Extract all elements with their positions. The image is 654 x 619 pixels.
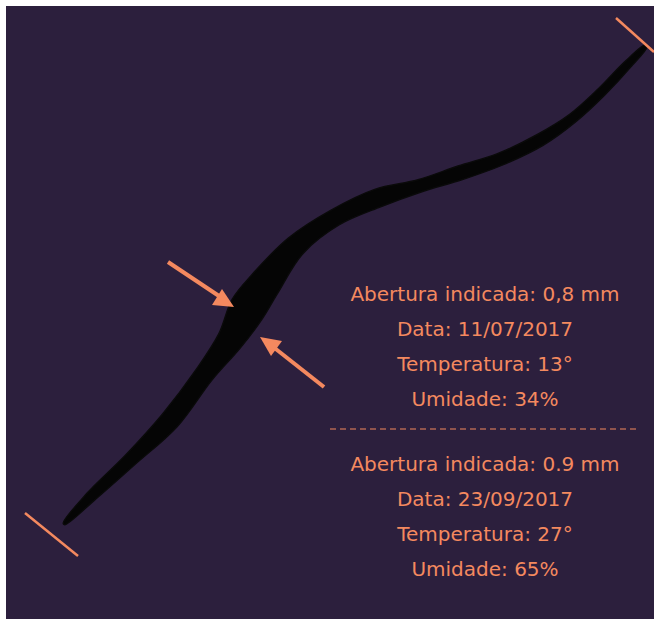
measurement-note: Data: 11/07/2017 [397,317,573,341]
arrow-shaft [168,262,222,298]
arrow-head [212,289,234,307]
measurement-note: Temperatura: 13° [397,352,573,376]
end-mark [25,513,78,556]
crack-shape [63,45,647,525]
measurement-note: Umidade: 65% [411,557,558,581]
arrow-head [260,337,282,356]
measurement-note: Umidade: 34% [411,387,558,411]
opening-arrows [168,262,324,387]
measurement-note: Abertura indicada: 0,8 mm [350,282,619,306]
measurement-note: Abertura indicada: 0.9 mm [350,452,619,476]
measurement-note: Temperatura: 27° [397,522,573,546]
arrow-shaft [272,346,324,387]
crack-body [63,45,647,525]
end-mark [616,18,654,52]
measurement-note: Data: 23/09/2017 [397,487,573,511]
separator-line [330,428,640,429]
